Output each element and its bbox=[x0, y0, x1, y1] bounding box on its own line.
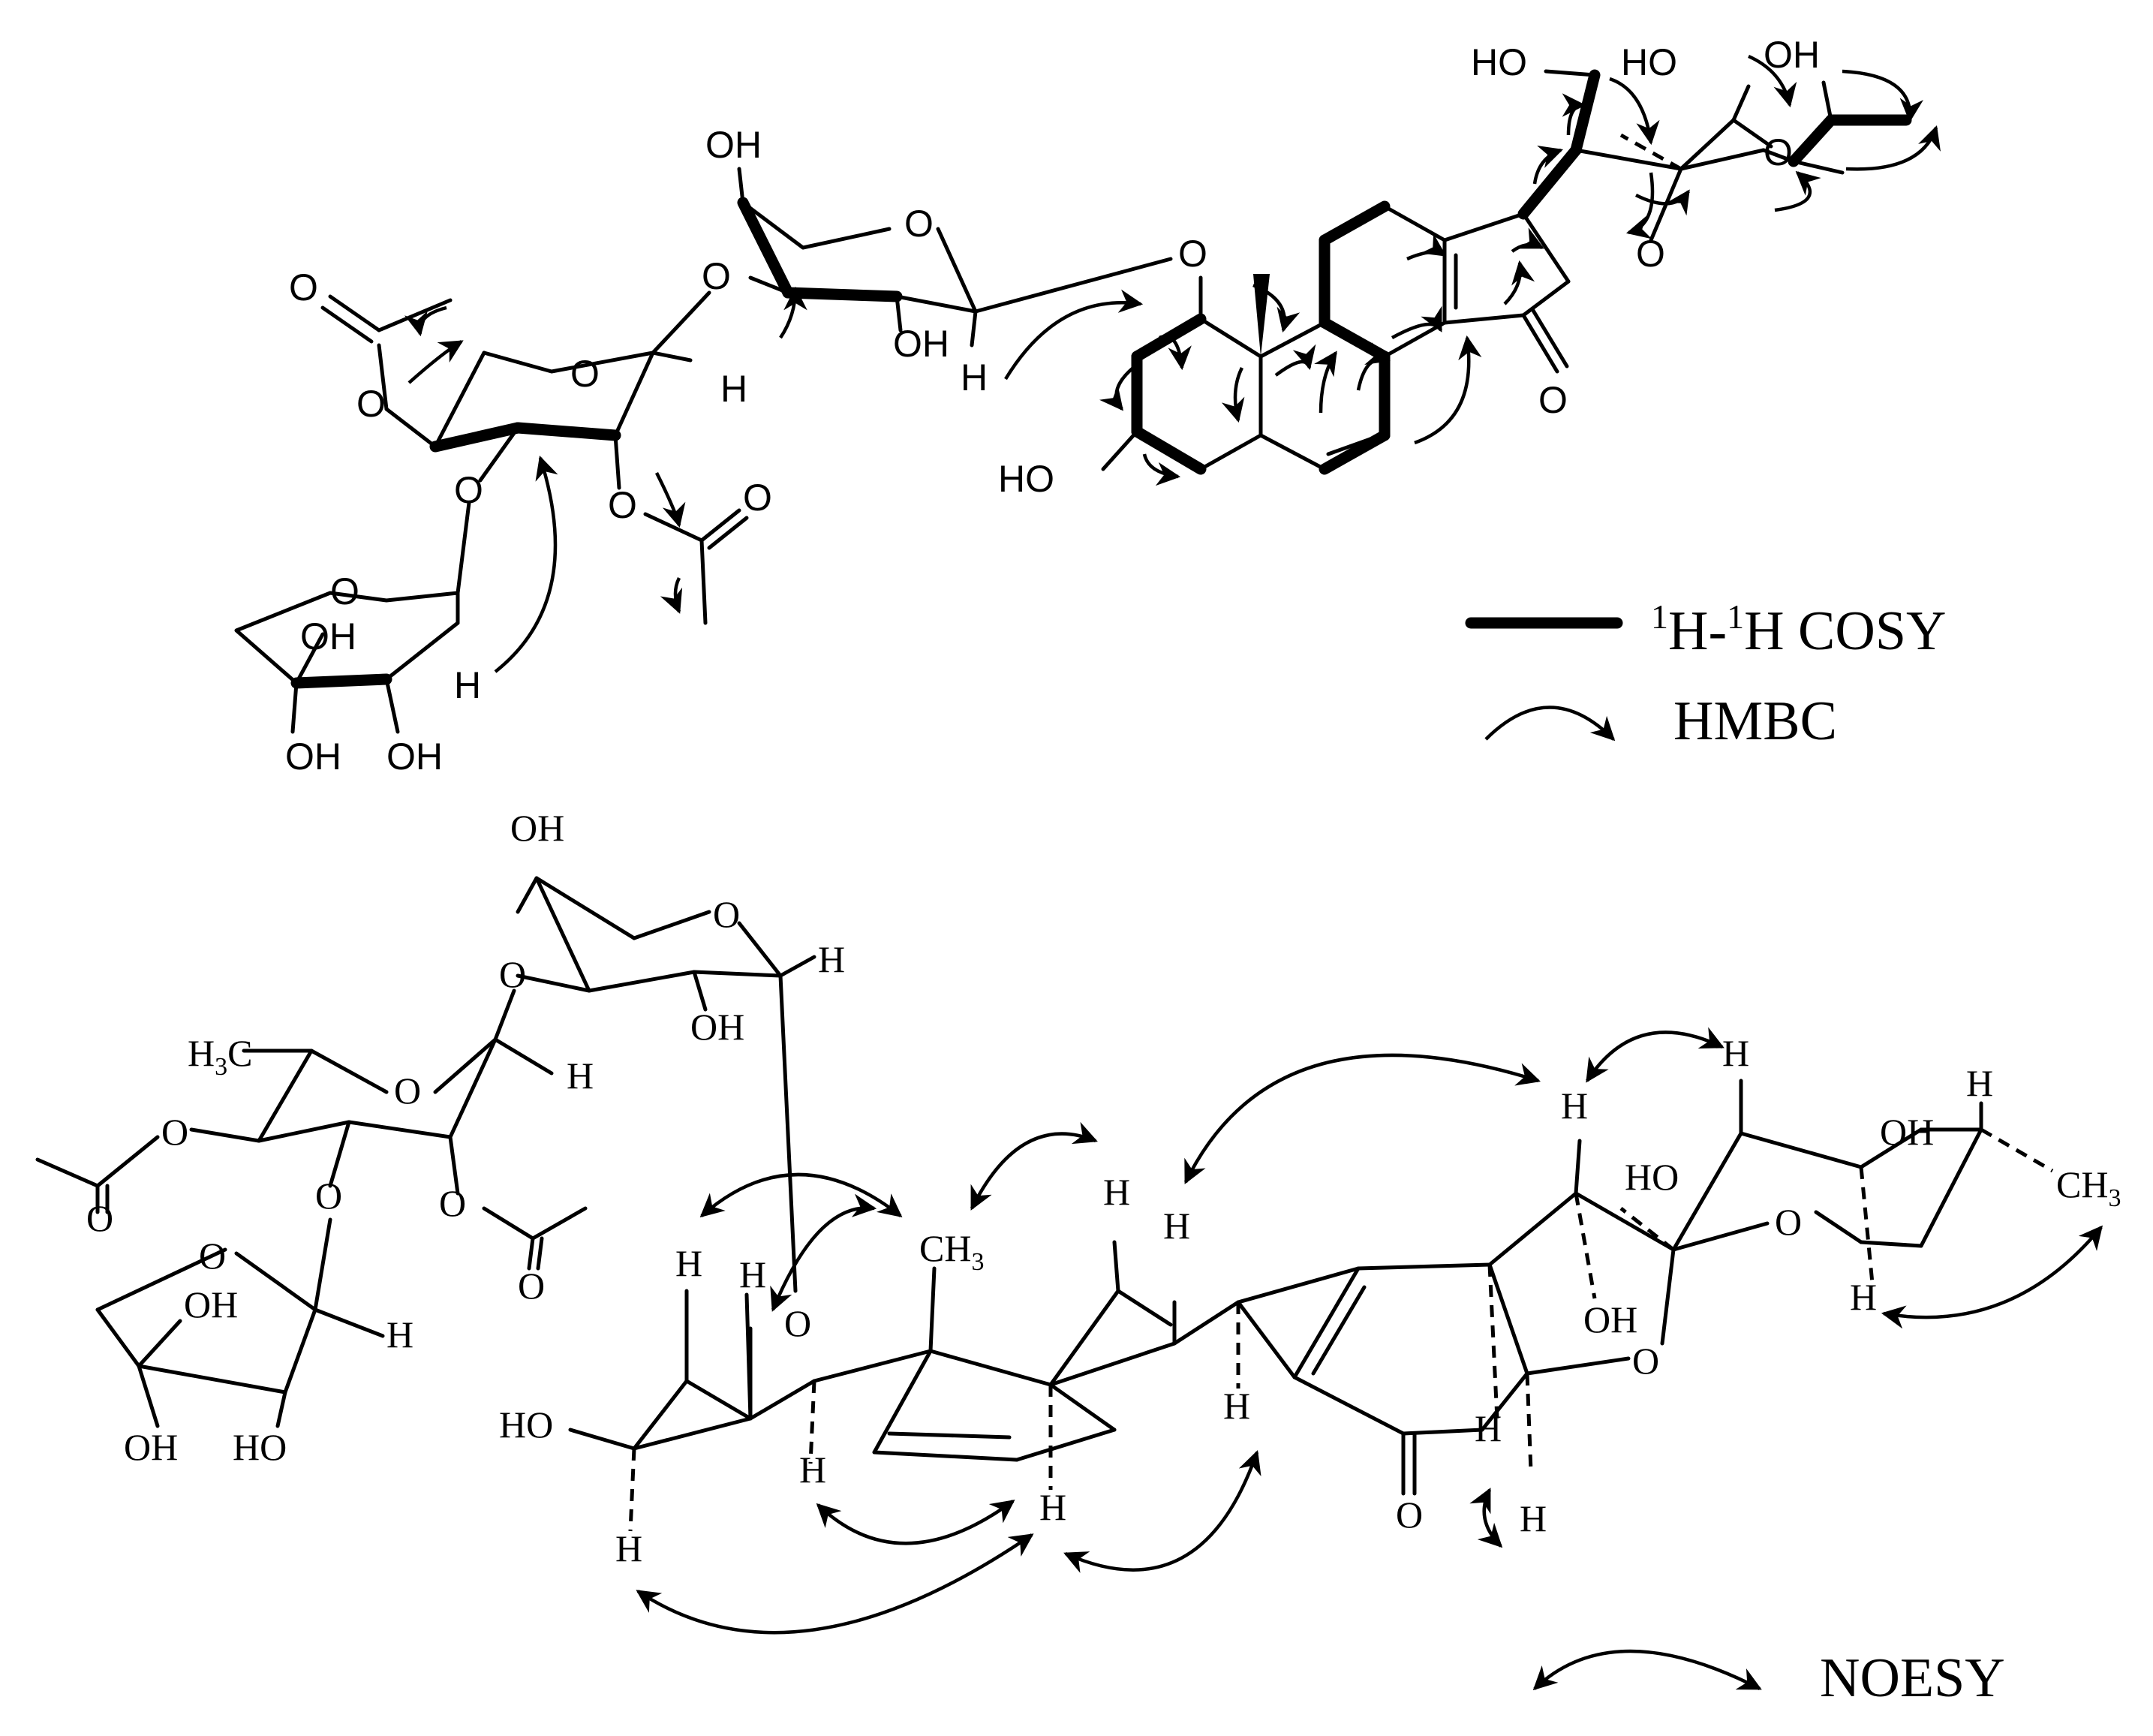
label-h: H bbox=[1223, 1385, 1250, 1427]
label-oh: OH bbox=[893, 323, 949, 365]
bottom-noesy-arcs bbox=[636, 1027, 2103, 1635]
label-h: H bbox=[1103, 1171, 1130, 1213]
bottom-steroid-core bbox=[568, 1079, 2054, 1496]
bottom-atom-labels: OH O H O OH H3C O H O O O O O O OH H OH … bbox=[86, 807, 2121, 1569]
top-xylose-ring bbox=[737, 167, 1173, 348]
label-o: O bbox=[1632, 1340, 1659, 1382]
label-o: O bbox=[161, 1111, 188, 1153]
label-h: H bbox=[1966, 1062, 1993, 1104]
label-o: O bbox=[439, 1182, 466, 1224]
label-o: O bbox=[1636, 233, 1665, 275]
label-o: O bbox=[1764, 131, 1793, 173]
label-o: O bbox=[86, 1197, 113, 1239]
hmbc-legend-label: HMBC bbox=[1673, 690, 1837, 752]
top-apiose-ring bbox=[234, 501, 471, 734]
label-h: H bbox=[818, 938, 845, 980]
top-rhamnose-ring bbox=[320, 290, 749, 625]
label-o: O bbox=[570, 353, 600, 395]
label-h: H bbox=[454, 664, 481, 706]
bottom-structure: OH O H O OH H3C O H O O O O O O OH H OH … bbox=[35, 807, 2121, 1635]
label-h: H bbox=[386, 1313, 413, 1355]
label-o: O bbox=[608, 484, 637, 526]
label-h: H bbox=[1850, 1276, 1877, 1318]
label-oh: OH bbox=[184, 1283, 238, 1325]
legend-noesy: NOESY bbox=[1532, 1647, 2005, 1709]
label-ho: HO bbox=[998, 458, 1054, 500]
label-h: H bbox=[615, 1527, 642, 1569]
label-o: O bbox=[315, 1175, 342, 1217]
label-o: O bbox=[454, 469, 483, 511]
label-o: O bbox=[1775, 1201, 1802, 1243]
label-ch3: CH3 bbox=[919, 1227, 984, 1276]
label-ho: HO bbox=[1625, 1156, 1679, 1198]
noesy-legend-label: NOESY bbox=[1820, 1647, 2005, 1709]
label-h: H bbox=[1475, 1407, 1502, 1449]
label-o: O bbox=[1396, 1494, 1423, 1536]
label-o: O bbox=[904, 203, 934, 245]
label-ch3-end: CH3 bbox=[2056, 1163, 2121, 1212]
label-o: O bbox=[356, 383, 386, 425]
cosy-legend-label: 1H-1H COSY bbox=[1651, 597, 1946, 662]
top-structure: OH O O OH H O O O O H O O O O OH H OH OH… bbox=[234, 34, 1941, 778]
label-o: O bbox=[518, 1265, 545, 1307]
label-o: O bbox=[784, 1302, 811, 1344]
label-o: O bbox=[199, 1235, 226, 1277]
label-h: H bbox=[739, 1253, 766, 1295]
label-h: H bbox=[1722, 1032, 1749, 1074]
label-o: O bbox=[702, 255, 731, 297]
label-h3c: H3C bbox=[188, 1032, 252, 1081]
bottom-xylose-ring bbox=[516, 876, 816, 1293]
label-ho: HO bbox=[1621, 41, 1677, 83]
label-h: H bbox=[1039, 1486, 1066, 1528]
hmbc-legend-arrow bbox=[1484, 706, 1616, 742]
label-h: H bbox=[675, 1242, 702, 1284]
label-o: O bbox=[289, 266, 318, 308]
label-oh: OH bbox=[705, 124, 762, 166]
top-hmbc-arcs bbox=[404, 54, 1941, 673]
label-ho: HO bbox=[1471, 41, 1527, 83]
label-o: O bbox=[1538, 379, 1568, 421]
label-h: H bbox=[720, 368, 747, 410]
label-oh: OH bbox=[510, 807, 564, 849]
top-atom-labels: OH O O OH H O O O O H O O O O OH H OH OH… bbox=[285, 34, 1820, 778]
legend-cosy-hmbc: 1H-1H COSY HMBC bbox=[1465, 597, 1946, 752]
label-h: H bbox=[567, 1055, 594, 1097]
top-steroid-core bbox=[1101, 200, 1571, 475]
label-o: O bbox=[499, 953, 526, 995]
label-h: H bbox=[1163, 1205, 1190, 1247]
label-o: O bbox=[1178, 233, 1207, 275]
noesy-legend-arrow bbox=[1532, 1649, 1762, 1691]
label-h: H bbox=[1520, 1497, 1547, 1539]
label-oh: OH bbox=[285, 736, 341, 778]
label-h: H bbox=[961, 357, 988, 399]
top-side-chain bbox=[1517, 69, 1912, 242]
label-o: O bbox=[394, 1070, 421, 1112]
label-oh: OH bbox=[300, 615, 356, 657]
label-h: H bbox=[1561, 1085, 1588, 1127]
label-oh: OH bbox=[386, 736, 443, 778]
label-ho: HO bbox=[233, 1426, 287, 1468]
label-ho: HO bbox=[499, 1404, 553, 1446]
label-h: H bbox=[799, 1449, 826, 1491]
methyl-wedge bbox=[1253, 274, 1270, 357]
bottom-rhamnose-ring bbox=[35, 988, 588, 1271]
label-o: O bbox=[330, 570, 359, 612]
bottom-dashed-h-bonds bbox=[628, 1264, 1533, 1532]
label-oh: OH bbox=[1583, 1298, 1637, 1340]
label-oh: OH bbox=[1764, 34, 1820, 76]
label-oh: OH bbox=[690, 1006, 744, 1048]
label-oh: OH bbox=[1880, 1111, 1934, 1153]
label-o: O bbox=[713, 893, 740, 935]
label-o: O bbox=[743, 477, 772, 519]
bottom-apiose-ring bbox=[95, 1217, 385, 1428]
label-oh: OH bbox=[124, 1426, 178, 1468]
